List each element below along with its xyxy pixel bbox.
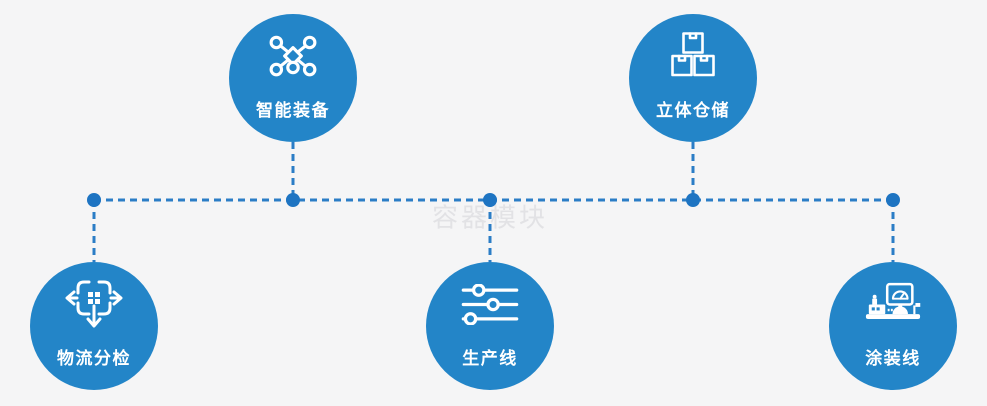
sort-dispatch-icon (65, 280, 123, 328)
machine-console-icon (865, 282, 921, 319)
sliders-icon (461, 284, 519, 325)
stacked-boxes-icon (671, 32, 715, 77)
junction-dots (87, 193, 900, 207)
node-painting-line: 涂装线 (829, 262, 957, 390)
node-warehouse: 立体仓储 (629, 14, 757, 142)
network-nodes-icon (269, 35, 317, 77)
node-label: 涂装线 (865, 349, 921, 368)
node-label: 智能装备 (256, 101, 330, 120)
node-logistics-sorting: 物流分检 (30, 262, 158, 390)
watermark: 容器模块 (431, 202, 549, 233)
node-production-line: 生产线 (426, 262, 554, 390)
node-label: 立体仓储 (656, 101, 730, 120)
node-smart-equipment: 智能装备 (229, 14, 357, 142)
node-label: 物流分检 (57, 349, 131, 368)
node-label: 生产线 (462, 349, 518, 368)
